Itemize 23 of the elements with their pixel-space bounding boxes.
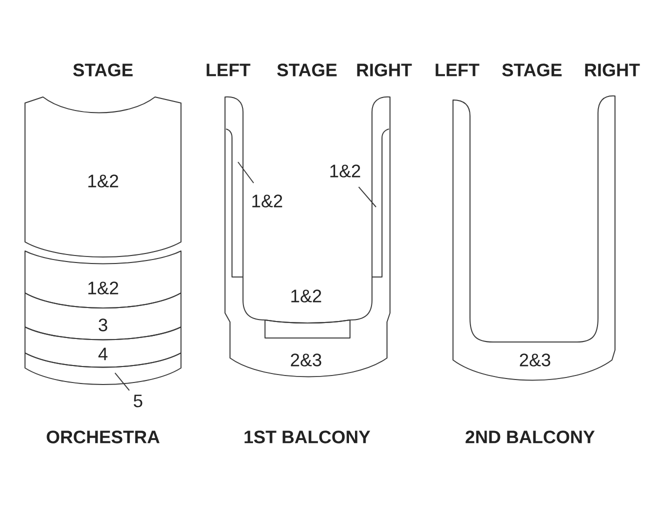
seating-section: 1&2 — [24, 250, 182, 308]
section-label: 1&2 — [330, 164, 360, 178]
orientation-label: LEFT — [436, 64, 480, 76]
seating-section — [264, 320, 350, 338]
section-label: 1&2 — [291, 290, 322, 302]
orientation-label: STAGE — [502, 64, 562, 76]
seating-section — [226, 128, 244, 278]
seating-section: 2&3 — [452, 95, 616, 381]
orientation-label: STAGE — [277, 64, 337, 76]
orientation-label: LEFT — [206, 64, 250, 76]
area-heading: 2ND BALCONY — [466, 430, 595, 444]
leader-line — [358, 186, 376, 208]
section-label: 1&2 — [252, 194, 282, 208]
orientation-label: RIGHT — [357, 64, 412, 76]
seating-section: 1&2 — [24, 96, 182, 258]
area-heading: 1ST BALCONY — [244, 430, 370, 444]
section-label: 5 — [134, 394, 142, 408]
seating-section — [372, 128, 390, 278]
area-heading: ORCHESTRA — [46, 430, 160, 444]
leader-line — [114, 372, 130, 391]
orientation-label: RIGHT — [585, 64, 640, 76]
leader-line — [238, 162, 254, 184]
orientation-label: STAGE — [73, 64, 133, 76]
